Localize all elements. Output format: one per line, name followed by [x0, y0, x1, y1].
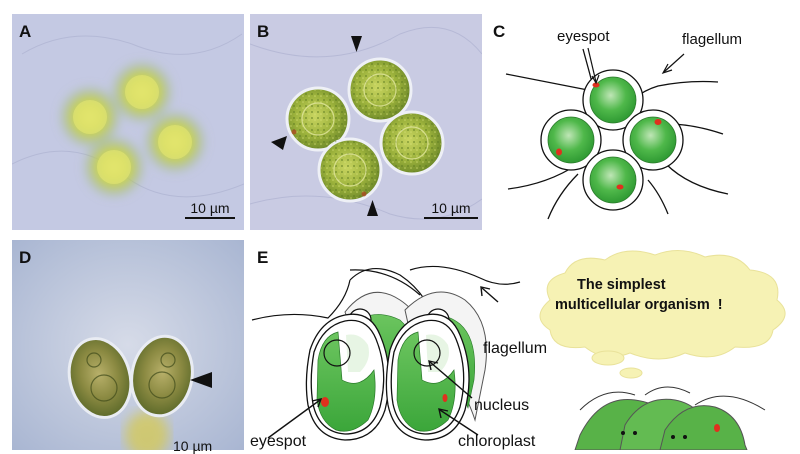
panel-e-label: E [257, 248, 269, 267]
panel-b-scalebar: 10 µm [424, 200, 478, 219]
panel-a-label: A [19, 22, 32, 41]
panel-d-label: D [19, 248, 32, 267]
panel-c-label: C [493, 22, 506, 41]
panel-a-scale-text: 10 µm [190, 200, 230, 216]
panel-c-eyespot-label: eyespot [557, 28, 610, 45]
panel-c-diagram [488, 14, 788, 230]
panel-e-flagellum-label: flagellum [483, 340, 548, 357]
panel-e-chloroplast-label: chloroplast [458, 433, 536, 450]
panel-b-arrowhead-top [351, 36, 362, 52]
panel-a-scale-bar [185, 217, 235, 219]
panel-b-scale-text: 10 µm [431, 200, 471, 216]
panel-b-arrowhead-bottom [367, 200, 378, 216]
panel-e-diagram [250, 240, 550, 450]
cloud-text: The simplest multicellular organism ! [555, 275, 723, 315]
panel-b-label: B [257, 22, 270, 41]
thought-cloud [525, 245, 800, 450]
panel-d-arrowhead [190, 372, 212, 388]
panel-d-scale-text: 10 µm [173, 438, 213, 454]
cloud-line-1: The simplest [577, 277, 666, 293]
panel-e-nucleus-label: nucleus [474, 397, 530, 414]
cloud-line-2: multicellular organism ! [555, 297, 723, 313]
panel-a-micrograph [12, 14, 244, 230]
panel-c-flagellum-label: flagellum [682, 31, 743, 48]
panel-a-scalebar: 10 µm [185, 200, 235, 219]
panel-e-eyespot-label: eyespot [250, 433, 307, 450]
panel-b-arrowhead-left [271, 136, 287, 150]
panel-b-micrograph [250, 14, 482, 230]
panel-d-micrograph [12, 240, 244, 450]
panel-b-scale-bar [424, 217, 478, 219]
